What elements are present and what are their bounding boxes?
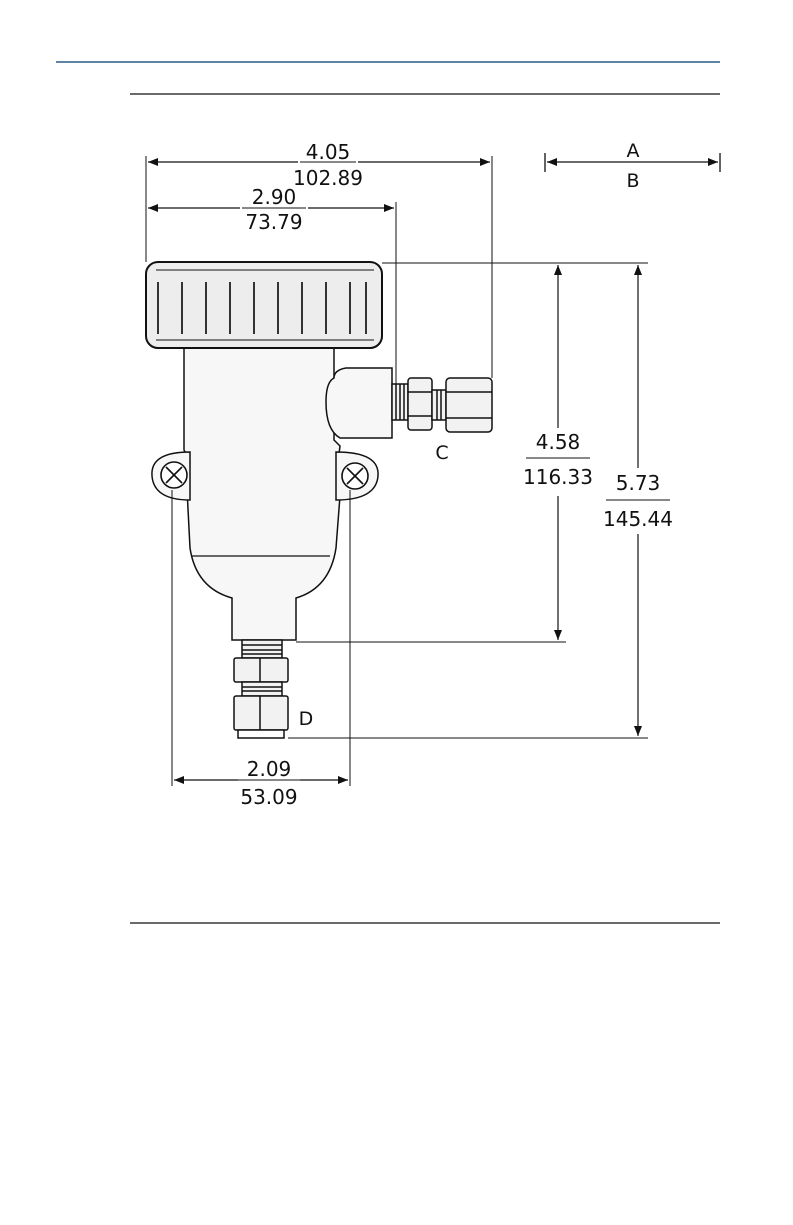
housing-width-in: 2.90 <box>252 185 297 209</box>
dimension-overall-height: 5.73 145.44 <box>603 265 673 736</box>
phillips-screw-icon <box>161 462 187 488</box>
dimension-body-height: 4.58 116.33 <box>523 265 593 640</box>
side-boss <box>326 368 392 438</box>
body-height-mm: 116.33 <box>523 465 593 489</box>
mount-width-in: 2.09 <box>247 757 292 781</box>
bottom-fitting <box>234 640 288 738</box>
overall-width-in: 4.05 <box>306 140 351 164</box>
device-body <box>184 344 342 640</box>
side-fitting <box>392 378 492 432</box>
legend-label-b: B <box>626 170 639 192</box>
overall-width-mm: 102.89 <box>293 166 363 190</box>
callout-c: C <box>435 442 448 464</box>
mount-width-mm: 53.09 <box>240 785 297 809</box>
body-height-in: 4.58 <box>536 430 581 454</box>
housing-width-mm: 73.79 <box>245 210 302 234</box>
legend-label-a: A <box>627 140 640 162</box>
overall-height-mm: 145.44 <box>603 507 673 531</box>
phillips-screw-icon <box>342 463 368 489</box>
units-legend: A B <box>545 140 720 192</box>
callout-d: D <box>299 708 314 730</box>
overall-height-in: 5.73 <box>616 471 661 495</box>
